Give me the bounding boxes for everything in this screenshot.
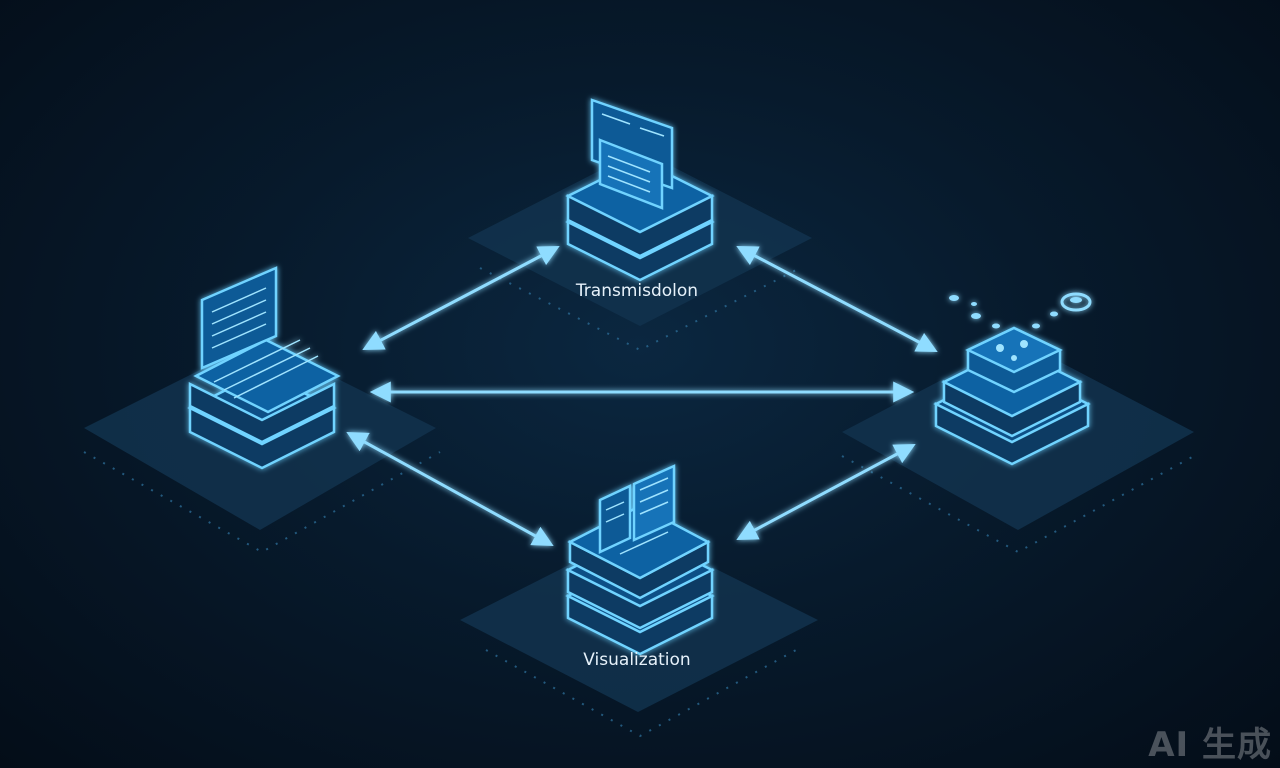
edge-left-top bbox=[362, 246, 560, 350]
edge-left-bottom bbox=[346, 431, 554, 547]
node-left-laptop bbox=[187, 266, 341, 470]
signal-dots-icon bbox=[949, 292, 1092, 329]
node-label-visualization: Visualization bbox=[583, 650, 691, 670]
node-right-hub bbox=[933, 326, 1091, 466]
node-bottom-server bbox=[565, 464, 715, 656]
watermark: AI 生成 bbox=[1148, 725, 1272, 765]
node-top-server bbox=[565, 98, 715, 282]
edge-bottom-right bbox=[736, 444, 916, 540]
node-label-transmission: Transmisdolon bbox=[575, 281, 699, 301]
edge-top-right bbox=[736, 246, 938, 352]
